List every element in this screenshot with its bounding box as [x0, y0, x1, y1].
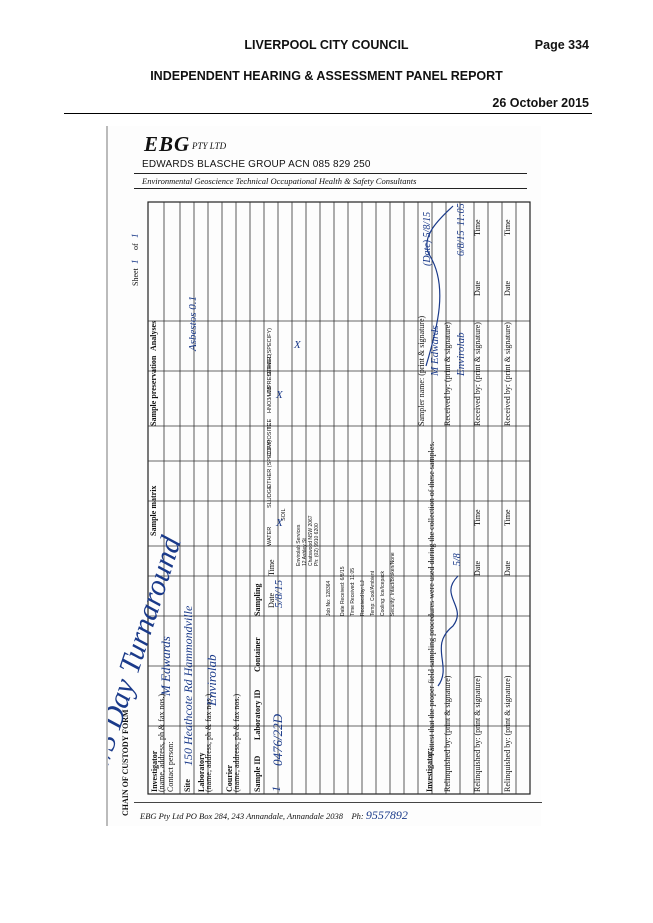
sampling-label: Sampling [253, 584, 262, 616]
sample-preservation-label: Sample preservation [149, 355, 158, 426]
stamp-line: Ph: (02) 9910 6200 [314, 523, 320, 566]
analyses-label: Analyses [149, 321, 158, 351]
pres-other: OTHER (SPECIFY) [267, 328, 273, 376]
company-logo: EBG [144, 132, 191, 156]
sampler-value: M Edwards [429, 325, 441, 377]
sheet-label: Sheet [131, 267, 140, 286]
received-label-1: Received by: (print & signature) [443, 322, 452, 426]
company-name: EDWARDS BLASCHE GROUP ACN 085 829 250 [142, 159, 371, 170]
stamp-line: 12 Ashley St [302, 538, 308, 566]
date-label-b3: Date [473, 560, 482, 576]
stamp-line: Time Received: 11:05 [350, 568, 356, 616]
unpreserved-mark: X [275, 389, 284, 401]
sheet-total: 1 [130, 234, 140, 239]
council-name: LIVERPOOL CITY COUNCIL [244, 38, 409, 52]
sheet-num: 1 [130, 260, 140, 265]
company-logo-suffix: PTY LTD [192, 141, 227, 151]
received-date: 6/8/15 [456, 230, 467, 256]
laboratory-sub: (name, address, ph & fax nos.) [204, 693, 213, 792]
lab-id-label: Laboratory ID [253, 689, 262, 740]
investigator-value: M Edwards [158, 636, 173, 697]
pres-unpreserved: UNPRESERVED [267, 354, 273, 396]
page-number: Page 334 [534, 38, 589, 52]
contact-label: Contact person: [166, 742, 175, 792]
received-label-2: Received by: (print & signature) [473, 322, 482, 426]
disciplines-rule [134, 188, 527, 189]
site-value: 150 Heathcote Rd Hammondville [181, 605, 195, 766]
sheet-of: of [131, 243, 140, 250]
attest-text: I attest that the proper field sampling … [427, 441, 436, 756]
form-title: CHAIN OF CUSTODY FORM [121, 709, 130, 816]
custody-form-grid: CHAIN OF CUSTODY FORM Investigator (name… [108, 201, 531, 816]
received-time: 11:05 [456, 203, 467, 226]
report-date: 26 October 2015 [492, 96, 589, 110]
footer-address: EBG Pty Ltd PO Box 284, 243 Annandale, A… [140, 811, 343, 821]
laboratory-value: Envirolab [204, 654, 219, 707]
site-label: Site [183, 779, 192, 792]
time-label-b1: Time [473, 219, 482, 236]
date-col-label: Date [267, 592, 276, 608]
analysis-value: Asbestos 0.1 [187, 296, 199, 352]
footer-phone-value: 9557892 [365, 808, 408, 822]
matrix-composite: COMPOSITE [267, 423, 273, 456]
header-rule [64, 113, 592, 114]
time-label-b3: Time [473, 509, 482, 526]
signature-scrawl [437, 575, 459, 687]
stamp-line: Date Received: 6/8/15 [340, 566, 346, 616]
disciplines-line: Environmental Geoscience Technical Occup… [142, 176, 417, 186]
pres-ice: ICE [267, 419, 273, 429]
date-label-b2: Date [503, 280, 512, 296]
investigator-label: Investigator [150, 750, 159, 792]
time-label-b4: Time [503, 509, 512, 526]
company-rule [134, 173, 527, 174]
stamp-line: Envirolab Services [296, 524, 302, 566]
signature-scrawl [425, 205, 454, 367]
sampler-label: Sampler name: (print & signature) [417, 315, 426, 426]
time-col-label: Time [267, 559, 276, 576]
stamp-line: Security: Intact/Broken/None [390, 552, 396, 616]
laboratory-label: Laboratory [197, 752, 206, 792]
received-label-3: Received by: (print & signature) [503, 322, 512, 426]
analysis-mark: X [293, 339, 302, 351]
stamp-line: Cooling: Ice/Icepack [380, 570, 386, 616]
stamp-line: Temp: Cool/Ambient [370, 570, 376, 616]
courier-label: Courier [225, 764, 234, 792]
soil-mark: X [275, 517, 284, 529]
received-value: Envirolab [455, 332, 467, 377]
report-title: INDEPENDENT HEARING & ASSESSMENT PANEL R… [150, 69, 503, 83]
sample-number: 1 [269, 786, 283, 792]
sample-id-label: Sample ID [253, 756, 262, 792]
pres-hno3: HNO3/H2S [267, 385, 273, 413]
company-footer: EBG Pty Ltd PO Box 284, 243 Annandale, A… [140, 808, 408, 823]
matrix-water: WATER [267, 527, 273, 546]
date-label-b1: Date [473, 280, 482, 296]
scanned-form: EBG PTY LTD EDWARDS BLASCHE GROUP ACN 08… [106, 126, 542, 826]
stamp-line: Chatswood NSW 2067 [308, 515, 314, 566]
stamp-line: Received by: LJ [360, 580, 366, 616]
matrix-other: OTHER (SPECIFY) [267, 440, 273, 488]
relinquished-label-1: Relinquished by: (print & signature) [443, 675, 452, 792]
container-label: Container [253, 637, 262, 672]
lab-receipt-stamp: Envirolab Services 12 Ashley St Chatswoo… [296, 515, 396, 616]
footer-phone-label: Ph: [351, 811, 364, 821]
time-label-b2: Time [503, 219, 512, 236]
relinquished-date: 5/8 [452, 553, 463, 566]
relinquished-label-2: Relinquished by: (print & signature) [473, 675, 482, 792]
footer-rule [134, 802, 542, 803]
date-label-b4: Date [503, 560, 512, 576]
investigator-sub: (name, address, ph & fax nos.) [157, 693, 166, 792]
attest-label: Investigator: [425, 748, 434, 792]
matrix-sludge: SLUDGE [267, 485, 273, 508]
stamp-line: Job No: 128364 [326, 580, 332, 616]
matrix-soil: SOIL [281, 508, 287, 521]
relinquished-label-3: Relinquished by: (print & signature) [503, 675, 512, 792]
sampling-date-value: 5/8/15 [273, 579, 285, 608]
sample-id-value: 0476/22D [270, 713, 285, 766]
courier-sub: (name, address, ph & fax nos.) [232, 693, 241, 792]
sample-matrix-label: Sample matrix [149, 486, 158, 536]
